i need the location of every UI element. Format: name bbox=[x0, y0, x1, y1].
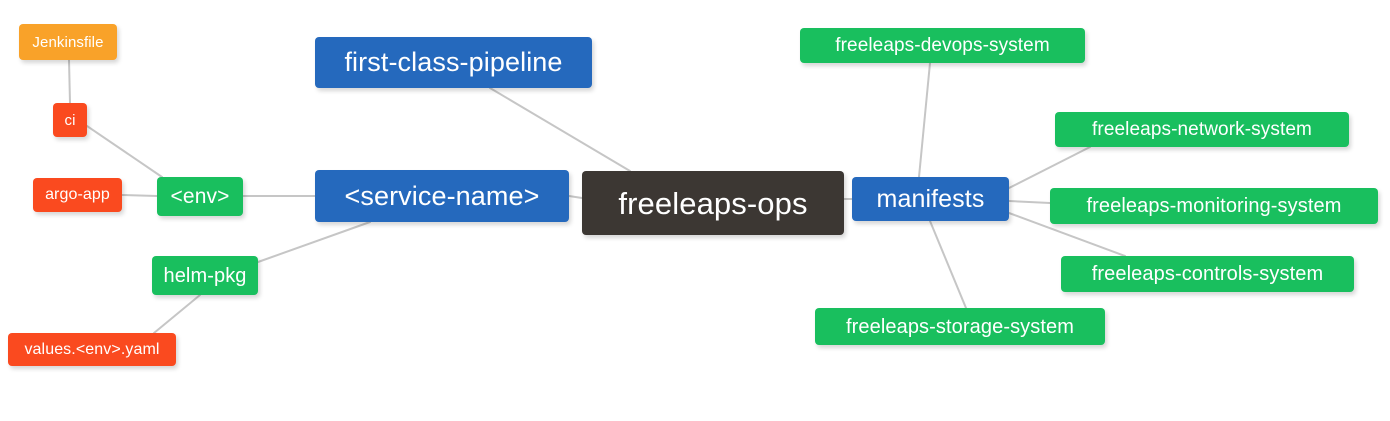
node-label-service-name: <service-name> bbox=[344, 180, 540, 211]
edge-manifests-devops bbox=[918, 62, 931, 178]
edge-servicename-ops bbox=[568, 195, 583, 199]
node-manifests[interactable]: manifests bbox=[852, 177, 1009, 221]
node-label-first-class-pipeline: first-class-pipeline bbox=[344, 47, 563, 77]
node-label-freeleaps-storage-system: freeleaps-storage-system bbox=[845, 315, 1075, 338]
edge-argoapp-env bbox=[121, 194, 158, 197]
node-label-helm-pkg: helm-pkg bbox=[163, 264, 247, 287]
edge-manifests-monitoring bbox=[1008, 200, 1051, 204]
node-service-name[interactable]: <service-name> bbox=[315, 170, 569, 222]
node-freeleaps-devops-system[interactable]: freeleaps-devops-system bbox=[800, 28, 1085, 63]
node-helm-pkg[interactable]: helm-pkg bbox=[152, 256, 258, 295]
node-label-env: <env> bbox=[170, 185, 230, 208]
node-values-env-yaml[interactable]: values.<env>.yaml bbox=[8, 333, 176, 366]
edge-helmpkg-servicename bbox=[257, 221, 371, 263]
node-env[interactable]: <env> bbox=[157, 177, 243, 216]
node-label-freeleaps-controls-system: freeleaps-controls-system bbox=[1091, 263, 1324, 285]
edge-values-helmpkg bbox=[153, 294, 201, 334]
edge-ci-env bbox=[86, 125, 163, 178]
node-ci[interactable]: ci bbox=[53, 103, 87, 137]
node-first-class-pipeline[interactable]: first-class-pipeline bbox=[315, 37, 592, 88]
node-jenkinsfile[interactable]: Jenkinsfile bbox=[19, 24, 117, 60]
node-label-argo-app: argo-app bbox=[45, 186, 110, 203]
edge-manifests-network bbox=[1008, 146, 1091, 189]
node-label-freeleaps-ops: freeleaps-ops bbox=[618, 185, 808, 221]
node-label-freeleaps-devops-system: freeleaps-devops-system bbox=[835, 35, 1050, 56]
node-label-freeleaps-monitoring-system: freeleaps-monitoring-system bbox=[1086, 195, 1342, 217]
node-label-freeleaps-network-system: freeleaps-network-system bbox=[1092, 119, 1312, 140]
node-freeleaps-ops[interactable]: freeleaps-ops bbox=[582, 171, 844, 235]
node-freeleaps-storage-system[interactable]: freeleaps-storage-system bbox=[815, 308, 1105, 345]
edge-manifests-storage bbox=[929, 220, 967, 309]
node-argo-app[interactable]: argo-app bbox=[33, 178, 122, 212]
node-label-manifests: manifests bbox=[876, 184, 985, 213]
node-freeleaps-controls-system[interactable]: freeleaps-controls-system bbox=[1061, 256, 1354, 292]
node-label-jenkinsfile: Jenkinsfile bbox=[32, 33, 104, 51]
edge-jenkinsfile-ci bbox=[68, 59, 71, 104]
node-freeleaps-network-system[interactable]: freeleaps-network-system bbox=[1055, 112, 1349, 147]
node-label-ci: ci bbox=[64, 111, 76, 129]
edge-firstclass-ops bbox=[489, 87, 631, 172]
node-freeleaps-monitoring-system[interactable]: freeleaps-monitoring-system bbox=[1050, 188, 1378, 224]
node-label-values-env-yaml: values.<env>.yaml bbox=[24, 340, 160, 358]
